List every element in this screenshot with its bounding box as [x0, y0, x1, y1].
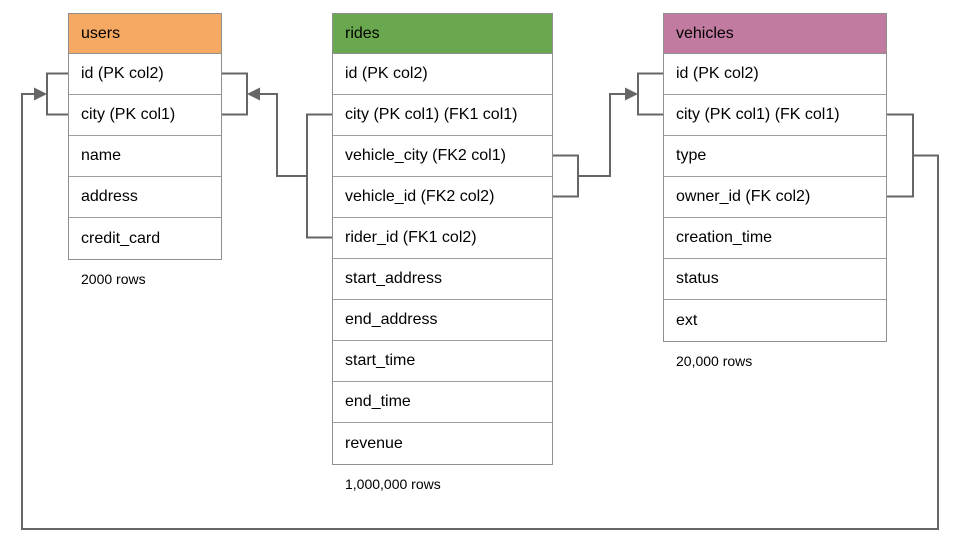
- table-vehicles-columns: id (PK col2)city (PK col1) (FK col1)type…: [664, 54, 886, 341]
- fk-link-line: [21, 93, 939, 530]
- column-row: status: [664, 259, 886, 300]
- column-row: name: [69, 136, 221, 177]
- rides-right-fk2-bracket: [553, 154, 579, 198]
- column-row: type: [664, 136, 886, 177]
- column-row: city (PK col1) (FK col1): [664, 95, 886, 136]
- rides-left-fk1-bracket: [306, 113, 332, 239]
- column-row: id (PK col2): [69, 54, 221, 95]
- column-row: vehicle_city (FK2 col1): [333, 136, 552, 177]
- table-users-rowcount: 2000 rows: [81, 271, 146, 287]
- table-rides-title: rides: [345, 24, 380, 42]
- table-vehicles-rowcount: 20,000 rows: [676, 353, 753, 369]
- table-rides-rowcount: 1,000,000 rows: [345, 476, 441, 492]
- table-rides-columns: id (PK col2)city (PK col1) (FK1 col1)veh…: [333, 54, 552, 464]
- column-row: city (PK col1) (FK1 col1): [333, 95, 552, 136]
- fk1-arrowhead-icon: [247, 87, 260, 101]
- users-left-key-bracket: [46, 72, 68, 116]
- table-users-header: users: [69, 14, 221, 54]
- fk2-link-line: [578, 93, 626, 177]
- vehicles-right-fk-bracket: [887, 113, 914, 198]
- column-row: address: [69, 177, 221, 218]
- relationship-fk1-rides-users: [222, 72, 332, 239]
- column-row: owner_id (FK col2): [664, 177, 886, 218]
- column-row: ext: [664, 300, 886, 341]
- table-users-title: users: [81, 24, 121, 42]
- column-row: start_address: [333, 259, 552, 300]
- vehicles-left-key-bracket: [637, 72, 663, 116]
- fk-arrowhead-icon: [34, 87, 47, 101]
- column-row: city (PK col1): [69, 95, 221, 136]
- column-row: credit_card: [69, 218, 221, 259]
- column-row: id (PK col2): [664, 54, 886, 95]
- fk2-arrowhead-icon: [625, 87, 638, 101]
- column-row: rider_id (FK1 col2): [333, 218, 552, 259]
- users-right-key-bracket: [222, 72, 248, 116]
- column-row: vehicle_id (FK2 col2): [333, 177, 552, 218]
- table-vehicles: vehicles id (PK col2)city (PK col1) (FK …: [663, 13, 887, 369]
- column-row: end_time: [333, 382, 552, 423]
- column-row: revenue: [333, 423, 552, 464]
- table-vehicles-header: vehicles: [664, 14, 886, 54]
- column-row: creation_time: [664, 218, 886, 259]
- table-rides: rides id (PK col2)city (PK col1) (FK1 co…: [332, 13, 553, 492]
- column-row: id (PK col2): [333, 54, 552, 95]
- relationship-fk-vehicles-users: [21, 72, 939, 530]
- column-row: end_address: [333, 300, 552, 341]
- table-vehicles-title: vehicles: [676, 24, 734, 42]
- relationship-fk2-rides-vehicles: [553, 72, 663, 198]
- table-rides-header: rides: [333, 14, 552, 54]
- fk1-link-line: [259, 93, 307, 177]
- column-row: start_time: [333, 341, 552, 382]
